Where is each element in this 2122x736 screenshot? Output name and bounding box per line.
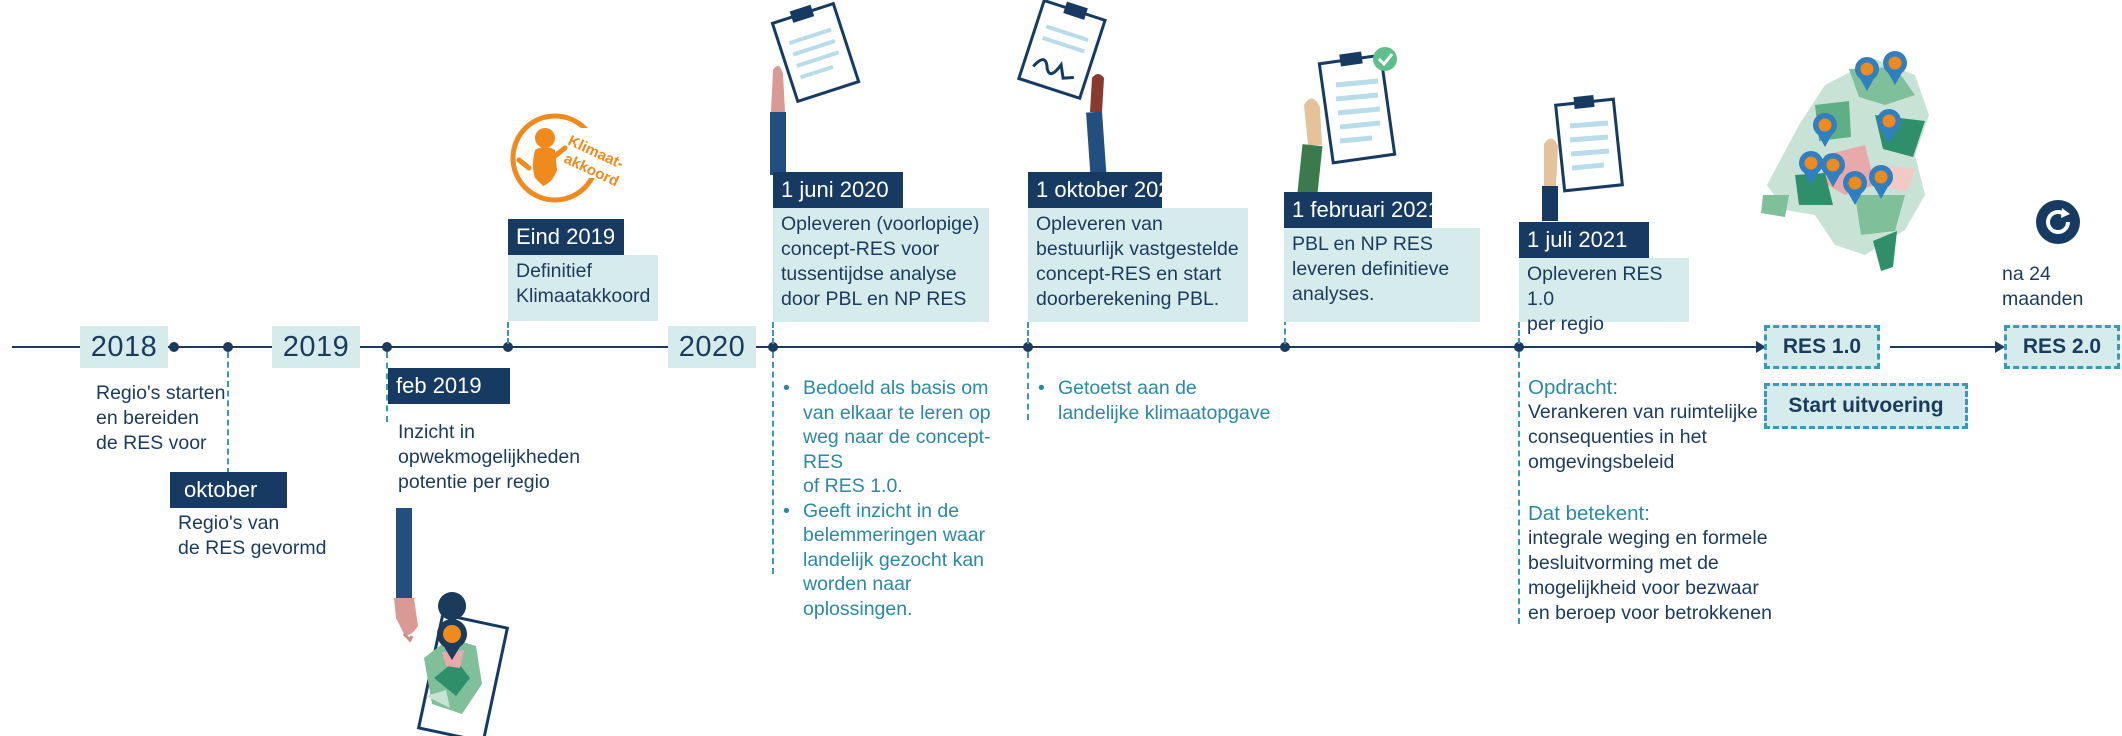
map-pin-icon (1813, 113, 1837, 147)
year-2020: 2020 (668, 326, 756, 368)
connector-eind2019 (507, 322, 509, 344)
label-feb2019: feb 2019 (388, 368, 510, 404)
timeline-dot-2018 (169, 342, 179, 352)
map-pins (1799, 51, 1907, 205)
map-pin-icon (437, 592, 467, 660)
betekent-title: Dat betekent: (1528, 502, 1650, 525)
map-pin-icon (1843, 171, 1867, 205)
year-2018: 2018 (80, 326, 168, 368)
start-uitvoering-box: Start uitvoering (1764, 383, 1968, 429)
label-oktober: oktober (170, 472, 287, 508)
connector-juni2020-down (772, 352, 774, 574)
year-2019: 2019 (272, 326, 360, 368)
bullet-juni2020-1: Bedoeld als basis om van elkaar te leren… (781, 376, 1021, 499)
connector-feb2021-up (1284, 300, 1286, 344)
map-pin-icon (1821, 153, 1845, 187)
timeline-dot-juni2020 (768, 342, 778, 352)
label-eind2019: Eind 2019 (508, 219, 624, 255)
timeline-dot-feb2019 (382, 342, 392, 352)
res-2-0-box: RES 2.0 (2004, 325, 2120, 369)
text-jul2021: Opleveren RES 1.0 per regio (1519, 258, 1689, 335)
map-pin-icon (1799, 151, 1823, 185)
connector-jul2021-down (1518, 352, 1520, 624)
connector-okt2020-down (1027, 352, 1029, 420)
connector-oktober (227, 352, 229, 474)
klimaatakkoord-logo: Klimaat- akkoord (510, 113, 626, 203)
bullet-juni2020-2: Geeft inzicht in de belemmeringen waar l… (781, 499, 1021, 622)
text-juni2020: Opleveren (voorlopige) concept-RES voor … (773, 208, 989, 322)
text-2018: Regio's starten en bereiden de RES voor (96, 382, 226, 454)
timeline-dot-eind2019 (503, 342, 513, 352)
text-eind2019: Definitief Klimaatakkoord (508, 255, 658, 321)
refresh-cycle-icon (2036, 200, 2080, 244)
bullets-juni2020: Bedoeld als basis om van elkaar te leren… (781, 376, 1021, 621)
connector-okt2020-up (1027, 322, 1029, 344)
signed-clipboard-icon (1016, 0, 1107, 176)
timeline-dot-okt2020 (1023, 342, 1033, 352)
map-pin-icon (1869, 165, 1893, 199)
connector-juni2020-up (772, 322, 774, 344)
clipboard-icon (770, 1, 861, 175)
opdracht-title: Opdracht: (1528, 376, 1619, 399)
label-feb2021: 1 februari 2021 (1284, 192, 1440, 228)
bullets-okt2020: Getoetst aan de landelijke klimaatopgave (1036, 376, 1276, 425)
bullet-okt2020-1: Getoetst aan de landelijke klimaatopgave (1036, 376, 1276, 425)
timeline-dot-oktober (223, 342, 233, 352)
betekent-text: integrale weging en formele besluitvormi… (1528, 527, 1772, 624)
map-pin-icon (1855, 57, 1879, 91)
text-feb2019: Inzicht in opwekmogelijkheden potentie p… (398, 421, 581, 493)
text-okt2020: Opleveren van bestuurlijk vastgestelde c… (1028, 208, 1248, 322)
connector-feb2019 (386, 352, 388, 422)
res-1-0-box: RES 1.0 (1764, 325, 1880, 369)
map-pin-icon (1883, 51, 1907, 85)
connector-jul2021-up (1518, 322, 1520, 344)
clipboard-icon-2 (1542, 94, 1624, 221)
timeline-dot-feb2021 (1280, 342, 1290, 352)
label-juni2020: 1 juni 2020 (773, 172, 903, 208)
label-okt2020: 1 oktober 2020 (1028, 172, 1183, 208)
map-pin-icon (1877, 109, 1901, 143)
na-24-maanden: na 24 maanden (2002, 263, 2084, 310)
timeline-dot-jul2021 (1514, 342, 1524, 352)
hand-holding-map-icon (394, 508, 510, 736)
opdracht-text: Verankeren van ruimtelijke consequenties… (1528, 401, 1758, 473)
text-oktober: Regio's van de RES gevormd (178, 512, 327, 559)
label-jul2021: 1 juli 2021 (1519, 222, 1649, 258)
approved-clipboard-icon (1297, 47, 1397, 194)
text-feb2021: PBL en NP RES leveren definitieve analys… (1284, 228, 1480, 322)
